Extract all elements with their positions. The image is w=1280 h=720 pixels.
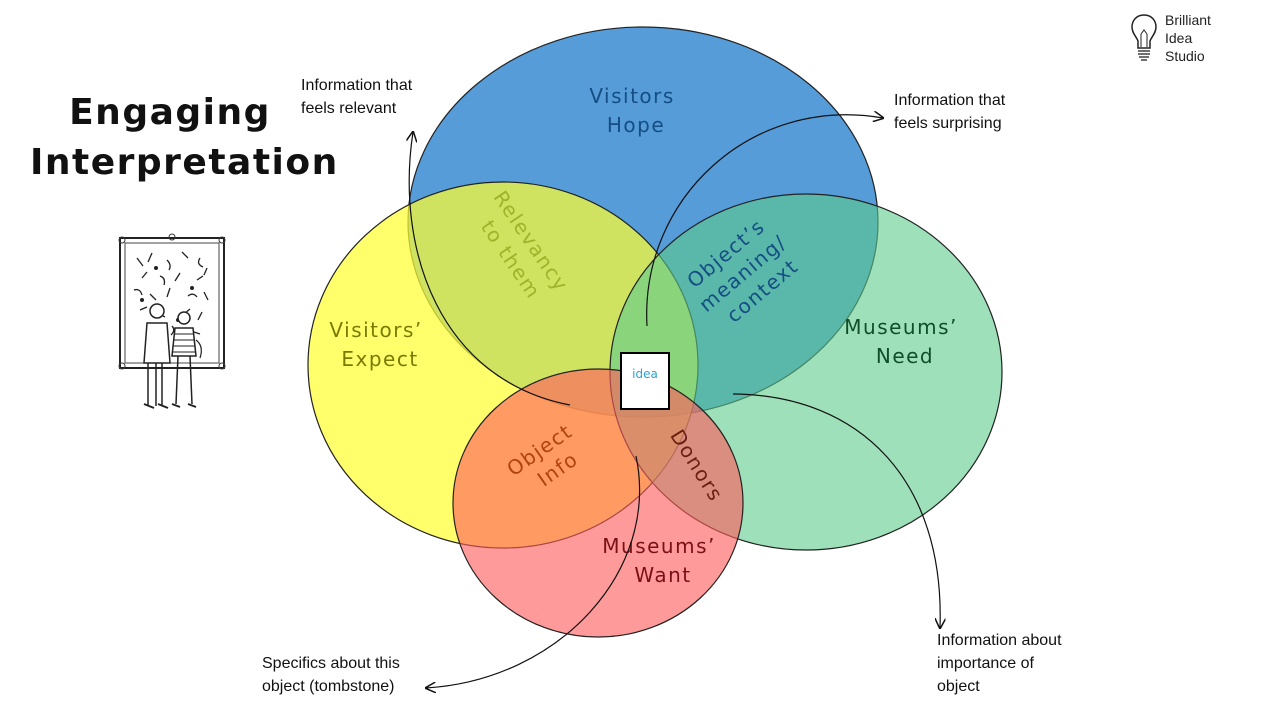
importance-arrow bbox=[732, 393, 940, 628]
annotation-specifics: Specifics about this object (tombstone) bbox=[262, 652, 400, 698]
museum-visitors-sketch bbox=[118, 233, 226, 409]
brand-line-2: Idea bbox=[1165, 30, 1193, 46]
annotation-importance-line-2: importance of bbox=[937, 655, 1034, 672]
annotation-relevant-line-2: feels relevant bbox=[301, 100, 397, 117]
museums-want-line-2: Want bbox=[634, 563, 691, 587]
annotation-surprising-line-1: Information that bbox=[894, 92, 1006, 109]
museums-want-line-1: Museums’ bbox=[602, 534, 716, 558]
annotation-specifics-line-1: Specifics about this bbox=[262, 655, 400, 672]
title-line-1: Engaging bbox=[69, 92, 271, 133]
museums-want-label: Museums’ Want bbox=[602, 534, 723, 587]
visitors-expect-line-1: Visitors’ bbox=[329, 318, 422, 342]
annotation-importance-line-1: Information about bbox=[937, 632, 1062, 649]
annotation-relevant: Information that feels relevant bbox=[301, 74, 412, 120]
museums-want-circle bbox=[452, 368, 744, 638]
idea-label: idea bbox=[632, 367, 658, 381]
annotation-relevant-line-1: Information that bbox=[301, 77, 413, 94]
idea-box: idea bbox=[620, 352, 670, 410]
museums-need-line-1: Museums’ bbox=[844, 315, 958, 339]
visitors-expect-line-2: Expect bbox=[341, 347, 418, 371]
specifics-arrow bbox=[426, 455, 641, 688]
lightbulb-icon bbox=[1131, 14, 1157, 61]
page-title: Engaging Interpretation bbox=[30, 88, 337, 188]
annotation-importance-line-3: object bbox=[937, 678, 980, 695]
annotation-surprising: Information that feels surprising bbox=[894, 89, 1005, 135]
surprising-arrow bbox=[646, 115, 883, 327]
visitors-hope-label: Visitors Hope bbox=[589, 84, 682, 137]
museums-need-label: Museums’ Need bbox=[844, 315, 965, 368]
brand-line-1: Brilliant bbox=[1165, 12, 1211, 28]
visitors-hope-line-2: Hope bbox=[607, 113, 665, 137]
annotation-importance: Information about importance of object bbox=[937, 629, 1062, 698]
annotation-surprising-line-2: feels surprising bbox=[894, 115, 1002, 132]
relevant-arrow bbox=[409, 132, 571, 406]
visitors-hope-line-1: Visitors bbox=[589, 84, 675, 108]
annotation-specifics-line-2: object (tombstone) bbox=[262, 678, 395, 695]
brand-line-3: Studio bbox=[1165, 48, 1205, 64]
title-line-2: Interpretation bbox=[30, 142, 339, 183]
visitors-expect-label: Visitors’ Expect bbox=[329, 318, 430, 371]
museums-need-line-2: Need bbox=[876, 344, 934, 368]
